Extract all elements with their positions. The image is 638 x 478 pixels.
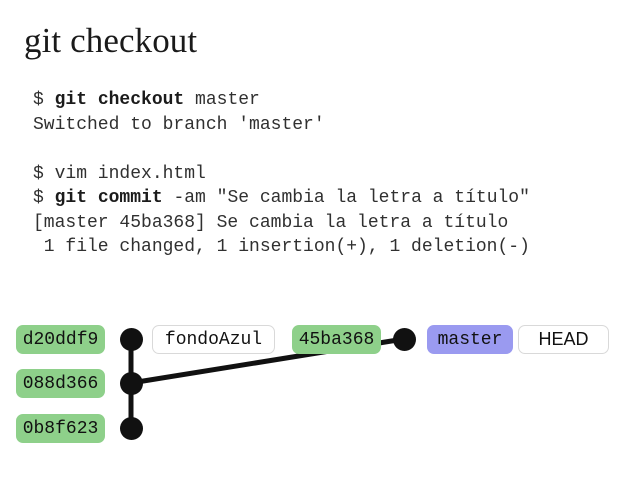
terminal-line: $ git checkout master [33, 88, 530, 113]
terminal-line: $ vim index.html [33, 162, 530, 187]
terminal-line [33, 137, 530, 162]
terminal-line: [master 45ba368] Se cambia la letra a tí… [33, 211, 530, 236]
terminal-text: $ vim index.html [33, 163, 206, 184]
terminal-line: Switched to branch 'master' [33, 113, 530, 138]
commit-hash-badge[interactable]: 45ba368 [292, 325, 381, 354]
commit-node[interactable] [393, 328, 416, 351]
commit-hash-badge[interactable]: 0b8f623 [16, 414, 105, 443]
terminal-line: $ git commit -am "Se cambia la letra a t… [33, 186, 530, 211]
commit-hash-badge[interactable]: d20ddf9 [16, 325, 105, 354]
terminal-text: $ [33, 188, 55, 208]
terminal-text: 1 file changed, 1 insertion(+), 1 deleti… [33, 237, 530, 257]
branch-ref-badge[interactable]: master [427, 325, 513, 354]
ref-badge[interactable]: HEAD [518, 325, 609, 354]
terminal-text: [master 45ba368] Se cambia la letra a tí… [33, 212, 509, 233]
commit-node[interactable] [120, 328, 143, 351]
terminal-line: 1 file changed, 1 insertion(+), 1 deleti… [33, 235, 530, 260]
terminal-text: Switched to branch 'master' [33, 114, 325, 135]
terminal-text: master [184, 90, 260, 110]
terminal-text: $ [33, 90, 55, 110]
commit-graph: d20ddf9 088d366 0b8f623 45ba368 fondoAzul mas… [0, 300, 638, 478]
commit-hash-badge[interactable]: 088d366 [16, 369, 105, 398]
terminal-command: git checkout [54, 90, 185, 110]
commit-node[interactable] [120, 372, 143, 395]
terminal-text: -am "Se cambia la letra a título" [162, 188, 530, 208]
ref-badge[interactable]: fondoAzul [152, 325, 275, 354]
terminal-command: git commit [54, 188, 163, 208]
commit-node[interactable] [120, 417, 143, 440]
page-title: git checkout [24, 21, 198, 60]
